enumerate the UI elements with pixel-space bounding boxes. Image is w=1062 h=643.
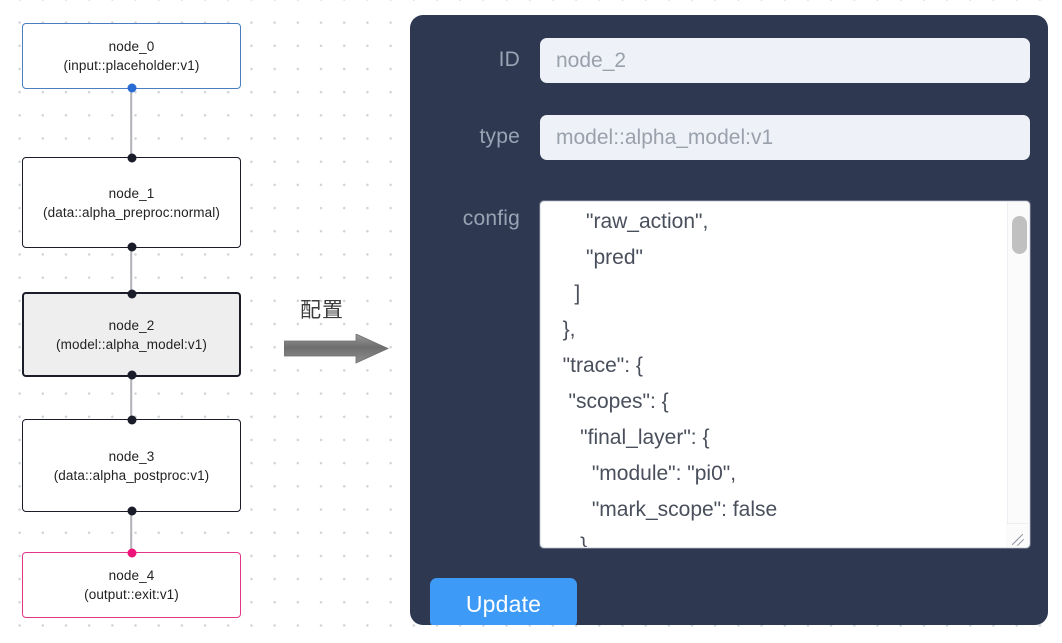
field-row-config: config "raw_action", "pred" ] }, "trace"… bbox=[410, 195, 1048, 548]
configure-annotation: 配置 bbox=[284, 294, 394, 364]
node-handle-source[interactable] bbox=[127, 242, 136, 252]
graph-node-node_1[interactable]: node_1 (data::alpha_preproc:normal) bbox=[22, 153, 241, 252]
field-row-type: type bbox=[410, 110, 1048, 164]
graph-node-id-label: node_1 bbox=[108, 185, 155, 201]
update-button[interactable]: Update bbox=[430, 578, 577, 625]
type-input[interactable] bbox=[540, 115, 1030, 160]
config-textarea[interactable]: "raw_action", "pred" ] }, "trace": { "sc… bbox=[540, 201, 1030, 548]
id-input[interactable] bbox=[540, 38, 1030, 83]
config-textarea-content[interactable]: "raw_action", "pred" ] }, "trace": { "sc… bbox=[562, 210, 778, 547]
graph-node-node_2[interactable]: node_2 (model::alpha_model:v1) bbox=[22, 289, 241, 380]
graph-node-type-label: (input::placeholder:v1) bbox=[63, 58, 200, 73]
config-scrollbar[interactable] bbox=[1007, 202, 1029, 547]
config-field-label: config bbox=[462, 207, 520, 230]
config-resize-handle[interactable] bbox=[1006, 523, 1028, 546]
field-row-id: ID bbox=[410, 33, 1048, 87]
node-handle-target[interactable] bbox=[127, 289, 136, 299]
graph-node-type-label: (output::exit:v1) bbox=[84, 587, 179, 602]
id-field-label: ID bbox=[498, 48, 520, 71]
node-handle-target[interactable] bbox=[127, 153, 136, 163]
graph-node-id-label: node_4 bbox=[108, 568, 155, 583]
edge-node3-node4 bbox=[130, 512, 132, 552]
configure-annotation-label: 配置 bbox=[300, 298, 344, 322]
graph-node-type-label: (data::alpha_postproc:v1) bbox=[53, 467, 210, 483]
node-config-panel: ID type config "raw_action", "pred" ] },… bbox=[410, 15, 1048, 625]
graph-node-id-label: node_2 bbox=[108, 317, 155, 333]
right-arrow-icon bbox=[284, 334, 389, 364]
graph-node-id-label: node_0 bbox=[108, 39, 155, 54]
edge-node0-node1 bbox=[130, 89, 132, 157]
node-handle-source[interactable] bbox=[127, 370, 136, 380]
node-handle-target[interactable] bbox=[127, 415, 136, 425]
graph-node-type-label: (data::alpha_preproc:normal) bbox=[43, 204, 220, 220]
node-handle-source[interactable] bbox=[127, 506, 136, 516]
graph-node-node_3[interactable]: node_3 (data::alpha_postproc:v1) bbox=[22, 415, 241, 516]
type-field-label: type bbox=[479, 125, 520, 148]
config-scrollbar-thumb[interactable] bbox=[1012, 216, 1027, 254]
edge-node2-node3 bbox=[130, 377, 132, 419]
graph-node-node_4[interactable]: node_4 (output::exit:v1) bbox=[22, 548, 241, 618]
node-handle-target[interactable] bbox=[127, 548, 136, 558]
graph-node-type-label: (model::alpha_model:v1) bbox=[56, 336, 207, 352]
graph-node-id-label: node_3 bbox=[108, 448, 155, 464]
edge-node1-node2 bbox=[130, 248, 132, 292]
node-handle-source[interactable] bbox=[127, 83, 136, 93]
graph-node-node_0[interactable]: node_0 (input::placeholder:v1) bbox=[22, 23, 241, 93]
